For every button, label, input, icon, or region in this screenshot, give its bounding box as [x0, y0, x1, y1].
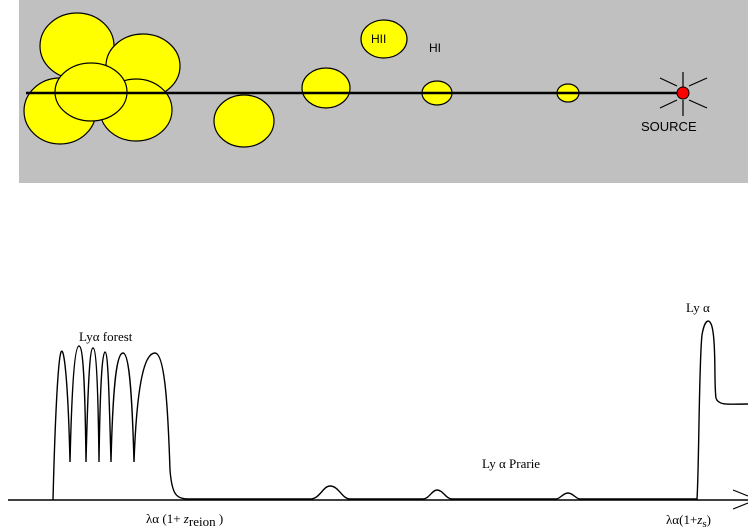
hi-label: HI: [429, 41, 441, 55]
source-label: SOURCE: [641, 119, 697, 134]
z-symbol: z: [696, 512, 702, 527]
hii-bubble: [213, 94, 275, 148]
hii-bubbles: [23, 12, 580, 148]
z-symbol: z: [183, 511, 189, 526]
lambda-source-label: λα(1+zs): [666, 512, 711, 530]
paren-open: (1+: [159, 511, 184, 526]
lambda-symbol: λα: [146, 511, 159, 526]
lambda-symbol: λα: [666, 512, 679, 527]
hii-bubble: [360, 19, 408, 59]
lya-prarie-label: Ly α Prarie: [482, 456, 540, 471]
transmitted-flux-curve: [52, 320, 748, 501]
lya-forest-label: Lyα forest: [79, 329, 133, 344]
paren-open: (1+: [679, 512, 697, 527]
lambda-reion-label: λα (1+ zreion ): [146, 511, 223, 529]
hii-label: HII: [371, 32, 386, 46]
line-of-sight-panel: HII HI SOURCE: [19, 0, 748, 183]
source-rays: [659, 72, 708, 116]
spectrum-panel: Lyα forest Ly α Prarie Ly α λα (1+ zreio…: [8, 300, 748, 530]
hii-bubble: [301, 67, 351, 109]
axis-arrow-tip: [732, 489, 748, 510]
paren-close: ): [216, 511, 224, 526]
s-subscript: s: [702, 518, 706, 530]
lya-peak-label: Ly α: [686, 300, 710, 315]
source-marker: [676, 86, 690, 100]
reion-subscript: reion: [189, 514, 216, 529]
paren-close: ): [707, 512, 711, 527]
